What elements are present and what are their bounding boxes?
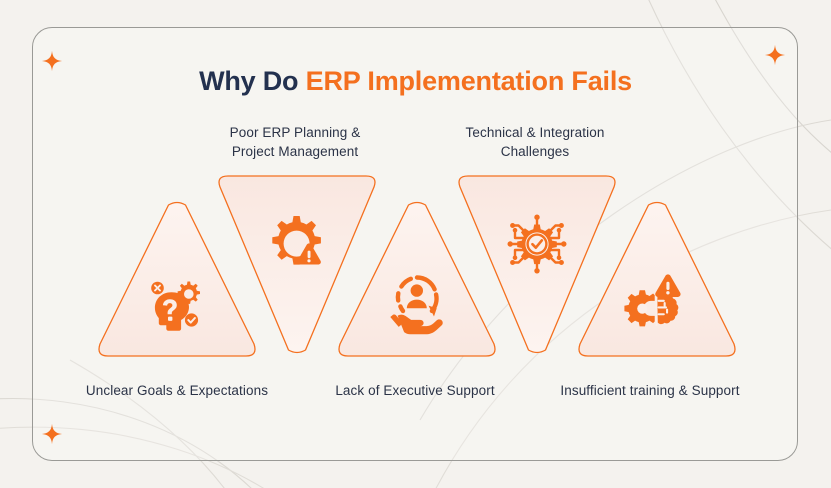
page-title-accent: ERP Implementation Fails bbox=[305, 66, 632, 97]
caption-technical-integration: Technical & Integration Challenges bbox=[465, 125, 605, 159]
caption-executive-support: Lack of Executive Support bbox=[335, 383, 495, 398]
page-title: Why Do ERP Implementation Fails bbox=[0, 66, 831, 97]
caption-insufficient-training: Insufficient training & Support bbox=[560, 383, 740, 398]
caption-poor-planning: Poor ERP Planning & Project Management bbox=[229, 125, 361, 159]
page-title-lead: Why Do bbox=[199, 66, 306, 97]
caption-unclear-goals: Unclear Goals & Expectations bbox=[85, 383, 269, 398]
